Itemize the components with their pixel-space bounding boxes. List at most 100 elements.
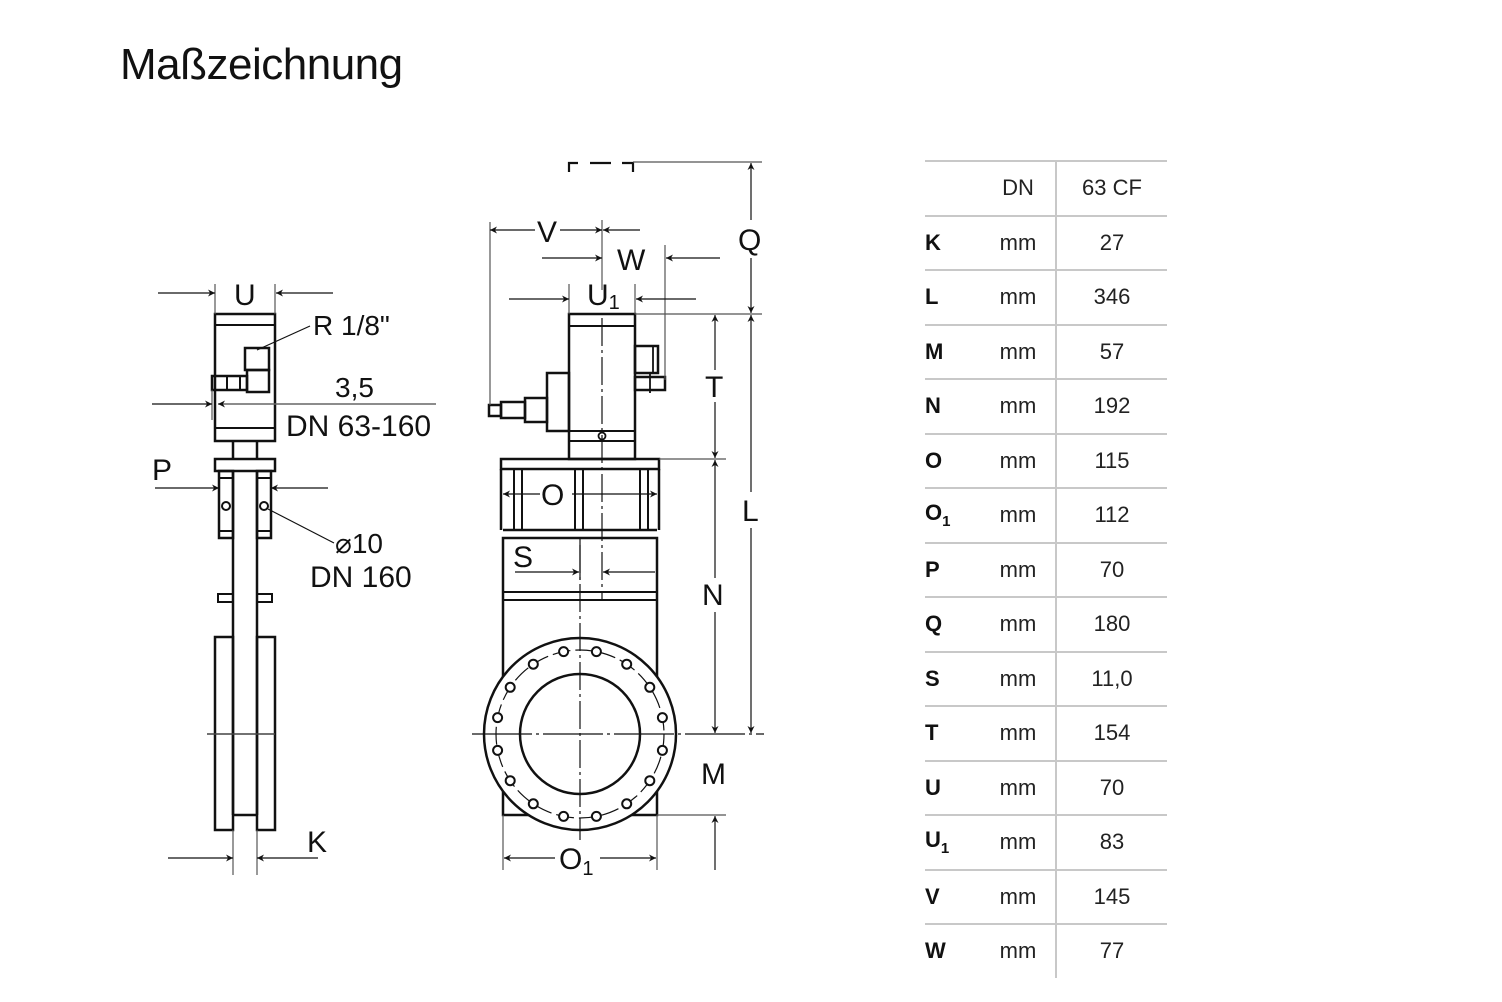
row-value: 192 <box>1056 378 1167 434</box>
row-dimension-key: O1 <box>925 487 977 543</box>
row-dimension-key: M <box>925 323 977 379</box>
row-unit: mm <box>977 596 1057 652</box>
row-dimension-key: Q <box>925 596 977 652</box>
row-key-subscript: 1 <box>940 840 950 858</box>
row-dimension-key: P <box>925 541 977 597</box>
label-U1: U1 <box>587 279 620 314</box>
label-U1-base: U <box>587 279 609 312</box>
label-Q: Q <box>738 224 761 257</box>
row-dimension-key: U1 <box>925 814 977 870</box>
row-unit: mm <box>977 705 1057 761</box>
row-key-letter: S <box>925 665 940 691</box>
label-M: M <box>701 758 726 791</box>
header-dn: DN <box>977 160 1057 216</box>
row-unit: mm <box>977 650 1057 706</box>
row-key-letter: V <box>925 883 940 909</box>
label-S: S <box>513 541 533 574</box>
label-O: O <box>541 479 564 512</box>
label-R18: R 1/8" <box>313 310 390 341</box>
bolt-hole <box>558 646 570 658</box>
bolt-hole <box>558 810 570 822</box>
row-key-letter: U <box>925 827 941 853</box>
row-dimension-key: O <box>925 432 977 488</box>
row-key-letter: K <box>925 229 941 255</box>
label-d10: ⌀10 <box>335 528 383 559</box>
row-key-letter: T <box>925 720 939 746</box>
row-value: 180 <box>1056 596 1167 652</box>
row-value: 77 <box>1056 923 1167 978</box>
row-key-letter: U <box>925 774 941 800</box>
side-view <box>152 284 436 875</box>
bolt-hole <box>644 681 656 693</box>
label-O1-base: O <box>559 843 582 876</box>
front-view <box>472 161 764 870</box>
row-unit: mm <box>977 759 1057 815</box>
page-title: Maßzeichnung <box>120 40 403 89</box>
row-value: 112 <box>1056 487 1167 543</box>
bolt-hole <box>504 775 516 787</box>
label-O1: O1 <box>559 843 593 880</box>
bolt-hole <box>504 681 516 693</box>
bolt-hole <box>492 712 504 724</box>
row-dimension-key: U <box>925 759 977 815</box>
row-unit: mm <box>977 868 1057 924</box>
label-V: V <box>537 216 557 249</box>
row-dimension-key: W <box>925 923 977 978</box>
row-unit: mm <box>977 323 1057 379</box>
label-O1-sub: 1 <box>582 858 593 880</box>
bolt-hole <box>621 658 633 670</box>
bolt-hole <box>590 810 602 822</box>
label-P: P <box>152 454 172 487</box>
bolt-hole <box>656 744 668 756</box>
label-dn-63-160: DN 63-160 <box>286 410 431 443</box>
row-value: 115 <box>1056 432 1167 488</box>
row-unit: mm <box>977 269 1057 325</box>
label-U1-sub: 1 <box>609 292 620 314</box>
row-unit: mm <box>977 432 1057 488</box>
header-key <box>925 160 977 216</box>
row-value: 154 <box>1056 705 1167 761</box>
label-U: U <box>234 279 256 312</box>
row-value: 83 <box>1056 814 1167 870</box>
row-key-letter: Q <box>925 611 943 637</box>
bolt-hole <box>644 775 656 787</box>
row-key-letter: L <box>925 284 939 310</box>
row-unit: mm <box>977 541 1057 597</box>
bolt-hole <box>590 646 602 658</box>
row-unit: mm <box>977 487 1057 543</box>
row-value: 11,0 <box>1056 650 1167 706</box>
label-K: K <box>307 826 327 859</box>
row-key-letter: N <box>925 393 941 419</box>
label-T: T <box>705 371 723 404</box>
bolt-hole <box>492 744 504 756</box>
row-value: 70 <box>1056 541 1167 597</box>
row-dimension-key: S <box>925 650 977 706</box>
bolt-hole <box>621 798 633 810</box>
row-key-letter: W <box>925 938 946 964</box>
row-value: 27 <box>1056 214 1167 270</box>
label-3-5: 3,5 <box>335 372 374 403</box>
row-value: 70 <box>1056 759 1167 815</box>
row-key-letter: M <box>925 338 944 364</box>
dimension-drawing: U R 1/8" 3,5 DN 63-160 P ⌀10 DN 160 K <box>152 161 764 880</box>
row-dimension-key: V <box>925 868 977 924</box>
row-key-subscript: 1 <box>942 513 951 531</box>
header-size: 63 CF <box>1056 160 1167 216</box>
row-unit: mm <box>977 923 1057 978</box>
label-dn-160: DN 160 <box>310 561 412 594</box>
row-dimension-key: L <box>925 269 977 325</box>
row-unit: mm <box>977 814 1057 870</box>
